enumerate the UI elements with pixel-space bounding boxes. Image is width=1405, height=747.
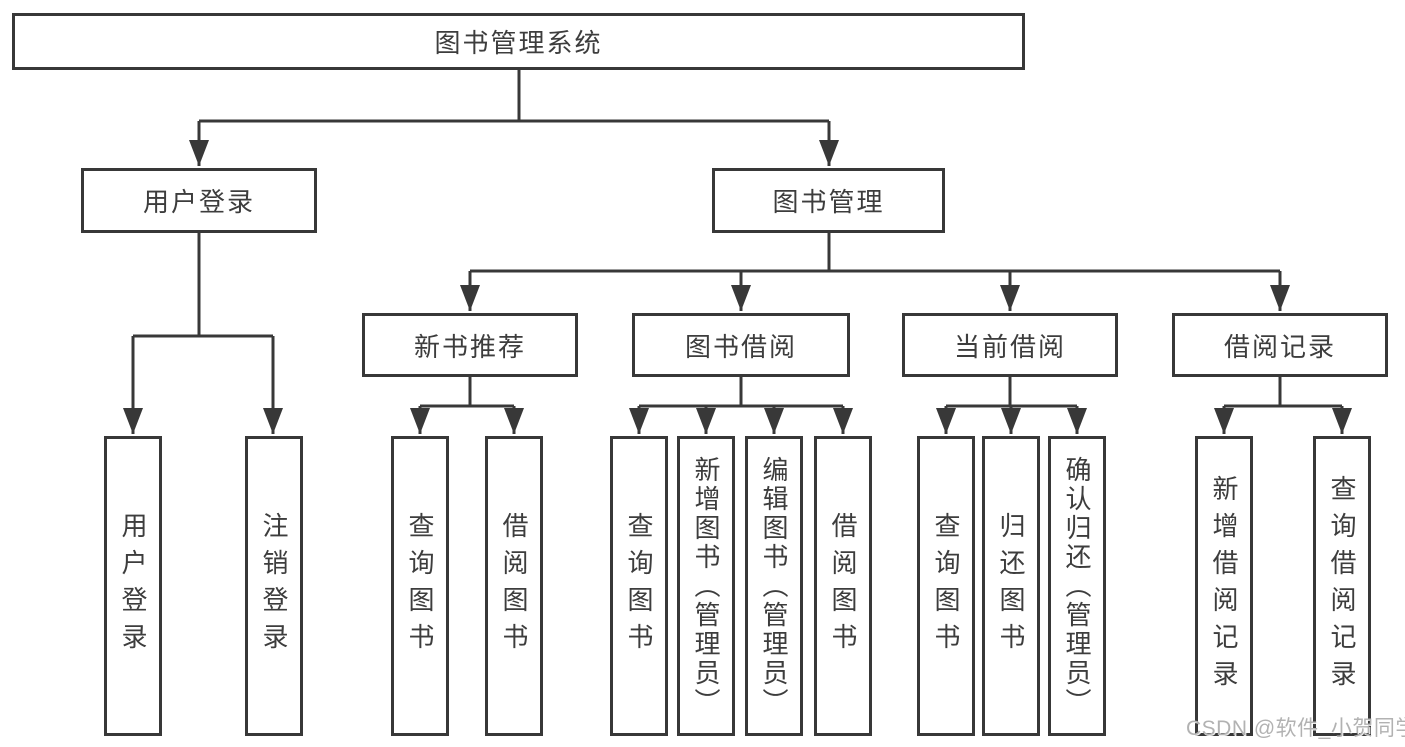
node-new-book-recommend: 新书推荐 [362, 313, 578, 377]
node-user-login: 用户登录 [81, 168, 317, 233]
leaf-query-books-current: 查询图书 [917, 436, 975, 736]
leaf-add-borrow-record: 新增借阅记录 [1195, 436, 1253, 736]
leaf-query-books-borrow: 查询图书 [610, 436, 668, 736]
node-book-management: 图书管理 [712, 168, 945, 233]
leaf-confirm-return-admin: 确认归还（管理员） [1048, 436, 1106, 736]
leaf-logout: 注销登录 [245, 436, 303, 736]
leaf-return-books: 归还图书 [982, 436, 1040, 736]
node-borrow-records: 借阅记录 [1172, 313, 1388, 377]
leaf-add-book-admin: 新增图书（管理员） [677, 436, 735, 736]
leaf-query-borrow-record: 查询借阅记录 [1313, 436, 1371, 736]
node-current-borrow: 当前借阅 [902, 313, 1118, 377]
node-root: 图书管理系统 [12, 13, 1025, 70]
csdn-watermark: CSDN @软件_小贺同学 [1186, 717, 1405, 740]
leaf-borrow-books: 借阅图书 [814, 436, 872, 736]
connector-group [123, 70, 1352, 434]
leaf-borrow-books-recommend: 借阅图书 [485, 436, 543, 736]
leaf-user-login: 用户登录 [104, 436, 162, 736]
leaf-edit-book-admin: 编辑图书（管理员） [745, 436, 803, 736]
leaf-query-books-recommend: 查询图书 [391, 436, 449, 736]
node-book-borrow: 图书借阅 [632, 313, 850, 377]
